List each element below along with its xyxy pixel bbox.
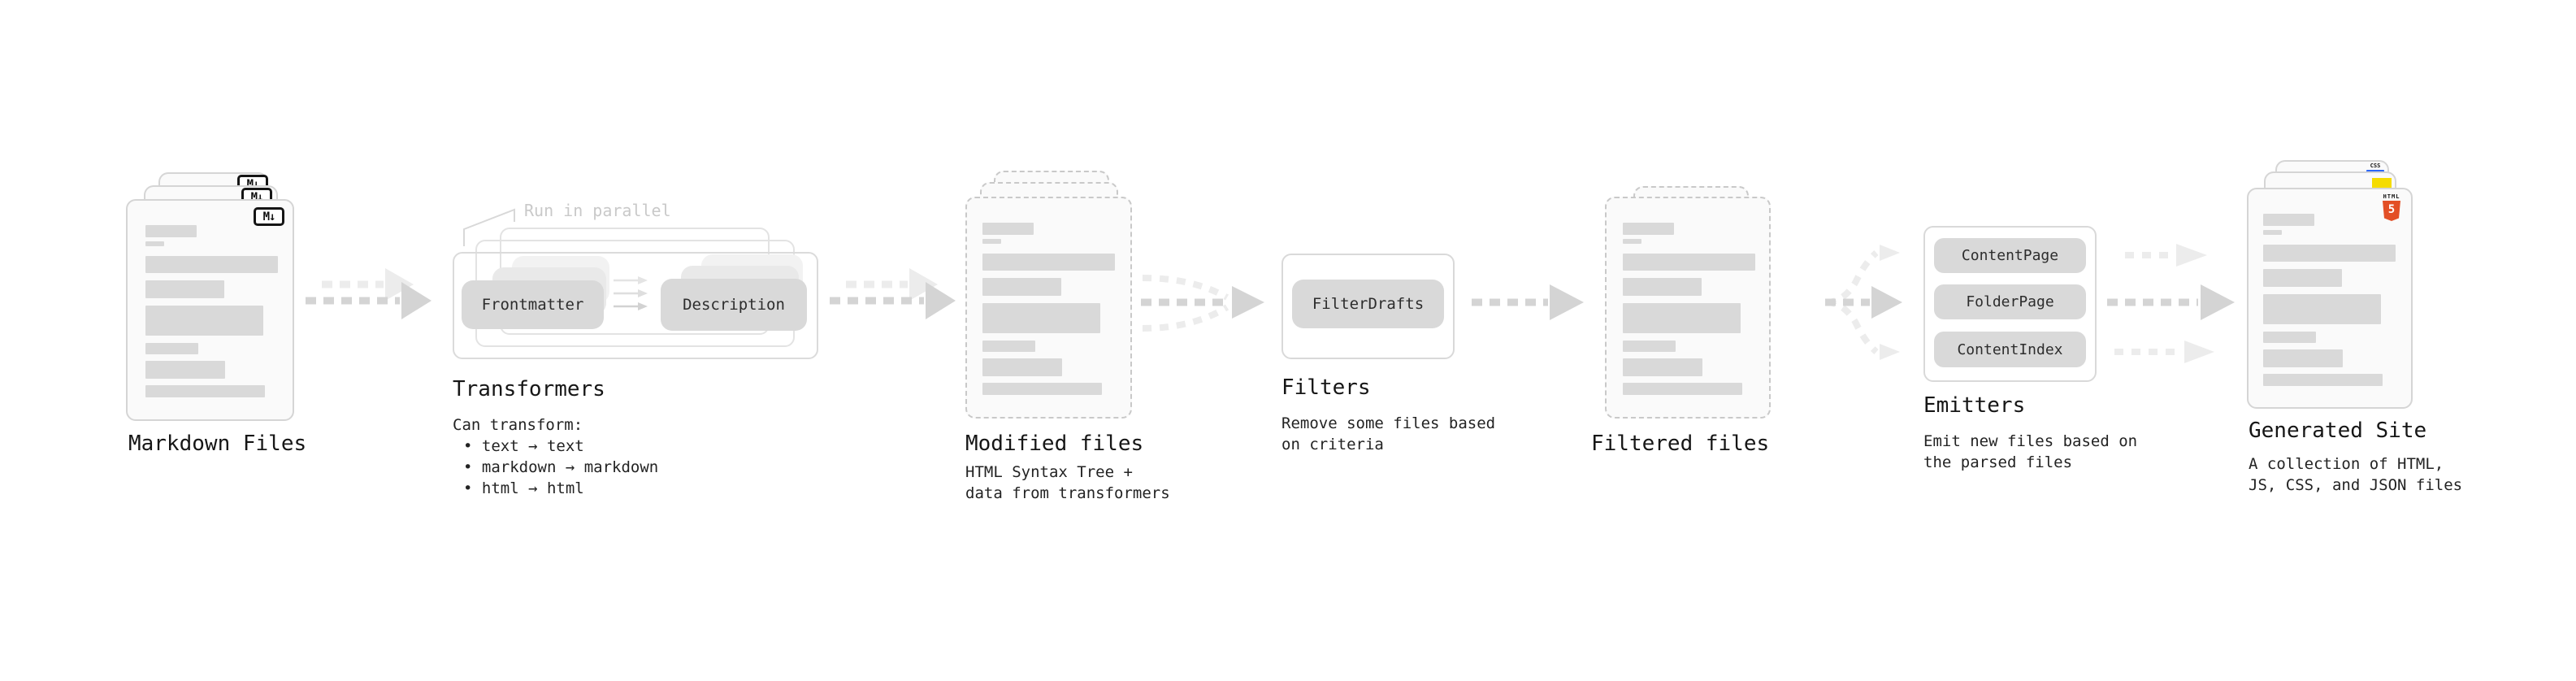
- stage-label-markdown-files: Markdown Files: [128, 432, 307, 456]
- node-filterdrafts: FilterDrafts: [1292, 280, 1444, 328]
- run-in-parallel-annotation: Run in parallel: [524, 201, 671, 220]
- doc-content-placeholder: [2249, 189, 2411, 407]
- stage-label-modified-files: Modified files: [965, 432, 1144, 456]
- transformers-bullet: • html → html: [463, 479, 584, 497]
- transformer-group-front: [453, 252, 818, 359]
- stage-label-transformers: Transformers: [453, 377, 605, 401]
- doc-line-placeholder: [145, 385, 265, 397]
- markdown-badge-icon: M↓: [254, 207, 284, 226]
- flow-arrow-emitters-to-generated-triple: [2107, 244, 2235, 363]
- doc-content-placeholder: [1607, 198, 1769, 417]
- file-card-dashed: [965, 197, 1132, 419]
- doc-line-placeholder: [2263, 214, 2314, 226]
- emitters-desc: Emit new files based on the parsed files: [1923, 432, 2138, 471]
- doc-line-placeholder: [2263, 269, 2342, 287]
- flow-arrow-transformers-to-modified: [830, 268, 956, 319]
- doc-line-placeholder: [145, 343, 198, 354]
- doc-line-placeholder: [1623, 278, 1702, 296]
- node-frontmatter: Frontmatter: [462, 280, 604, 329]
- doc-line-placeholder: [2263, 230, 2282, 235]
- node-contentindex: ContentIndex: [1934, 332, 2086, 367]
- doc-line-placeholder: [1623, 223, 1674, 235]
- transformers-bullet: • text → text: [463, 437, 584, 455]
- doc-line-placeholder: [145, 280, 224, 298]
- flow-arrow-modified-to-filters-converge: [1141, 275, 1264, 332]
- doc-line-placeholder: [145, 361, 225, 379]
- doc-line-placeholder: [2263, 349, 2343, 367]
- doc-line-placeholder: [982, 223, 1034, 235]
- doc-line-placeholder: [145, 306, 263, 336]
- doc-line-placeholder: [2263, 332, 2316, 343]
- doc-line-placeholder: [982, 358, 1062, 376]
- css-icon: CSS: [2366, 163, 2384, 172]
- transformers-bullet: • markdown → markdown: [463, 458, 659, 476]
- doc-line-placeholder: [982, 278, 1061, 296]
- doc-line-placeholder: [145, 241, 164, 246]
- modified-files-desc: HTML Syntax Tree + data from transformer…: [965, 463, 1170, 502]
- doc-line-placeholder: [1623, 254, 1755, 271]
- node-description: Description: [661, 279, 807, 331]
- html5-icon: HTML 5: [2380, 193, 2403, 221]
- stage-label-emitters: Emitters: [1923, 393, 2026, 418]
- doc-line-placeholder: [2263, 245, 2396, 262]
- stage-label-filtered-files: Filtered files: [1591, 432, 1770, 456]
- annotation-callout-line: [463, 208, 515, 246]
- doc-line-placeholder: [145, 225, 197, 237]
- flow-arrow-filtered-to-emitters-diverge: [1825, 245, 1902, 360]
- file-card-dashed: [1605, 197, 1771, 419]
- doc-line-placeholder: [1623, 239, 1641, 244]
- node-folderpage: FolderPage: [1934, 284, 2086, 319]
- filters-desc: Remove some files based on criteria: [1281, 414, 1496, 453]
- generated-site-desc: A collection of HTML, JS, CSS, and JSON …: [2249, 455, 2463, 494]
- js-icon: [2372, 178, 2392, 188]
- flow-arrow-filters-to-filtered: [1472, 284, 1584, 320]
- stage-label-generated-site: Generated Site: [2249, 419, 2427, 443]
- doc-line-placeholder: [1623, 303, 1741, 333]
- doc-line-placeholder: [2263, 374, 2383, 386]
- parallel-mini-arrows: [614, 276, 648, 310]
- doc-line-placeholder: [1623, 358, 1702, 376]
- doc-line-placeholder: [982, 239, 1001, 244]
- file-card: M↓: [126, 199, 294, 421]
- doc-line-placeholder: [1623, 383, 1742, 395]
- doc-line-placeholder: [2263, 294, 2381, 324]
- css-underline: [2366, 170, 2384, 172]
- flow-arrow-markdown-to-transformers: [306, 268, 432, 319]
- transformers-desc-title: Can transform:: [453, 416, 583, 434]
- stage-label-filters: Filters: [1281, 375, 1371, 400]
- file-card: HTML 5: [2247, 188, 2413, 409]
- doc-line-placeholder: [982, 340, 1035, 352]
- doc-line-placeholder: [1623, 340, 1676, 352]
- doc-line-placeholder: [982, 303, 1100, 333]
- doc-content-placeholder: [967, 198, 1130, 417]
- doc-line-placeholder: [982, 383, 1102, 395]
- node-contentpage: ContentPage: [1934, 238, 2086, 273]
- doc-content-placeholder: [128, 201, 293, 419]
- doc-line-placeholder: [982, 254, 1115, 271]
- doc-line-placeholder: [145, 256, 278, 273]
